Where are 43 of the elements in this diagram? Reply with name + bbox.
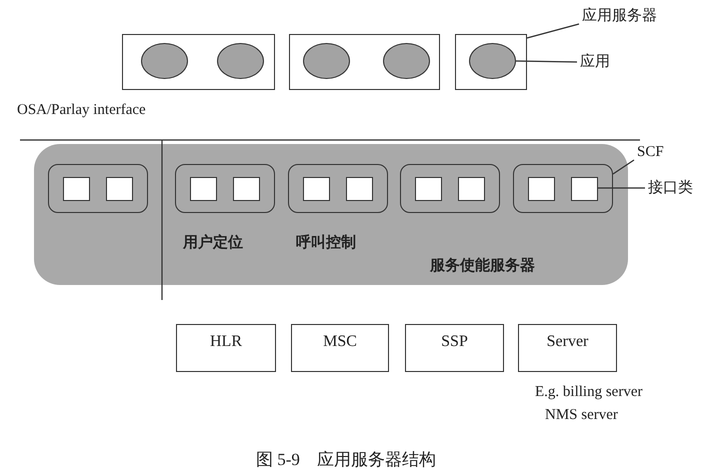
app-server-box <box>289 34 440 90</box>
interface-square <box>190 177 217 201</box>
network-element-box: SSP <box>405 324 504 372</box>
figure-caption: 图 5-9 应用服务器结构 <box>256 450 436 470</box>
scf-box <box>513 164 613 213</box>
interface-label: OSA/Parlay interface <box>17 101 146 120</box>
interface-square <box>346 177 373 201</box>
interface-square <box>233 177 260 201</box>
function-label: 用户定位 <box>183 233 243 253</box>
scf-box <box>175 164 275 213</box>
function-label: 呼叫控制 <box>296 233 356 253</box>
interface-square <box>63 177 90 201</box>
leader-line <box>526 23 580 39</box>
application-ellipse <box>217 43 264 79</box>
interface-square <box>528 177 555 201</box>
scf-box <box>400 164 500 213</box>
application-ellipse <box>383 43 430 79</box>
interface-square <box>571 177 598 201</box>
interface-square <box>303 177 330 201</box>
leader-line <box>598 187 645 189</box>
application-ellipse <box>303 43 350 79</box>
server-title: 服务使能服务器 <box>430 256 535 276</box>
leader-line <box>612 160 634 174</box>
network-element-box: HLR <box>176 324 276 372</box>
app-server-box <box>122 34 275 90</box>
interface-square <box>415 177 442 201</box>
network-element-box: MSC <box>291 324 389 372</box>
callout-label: 应用 <box>580 52 610 72</box>
application-ellipse <box>469 43 516 79</box>
enabler-server-band <box>34 144 628 285</box>
callout-label: 接口类 <box>648 178 693 198</box>
callout-label: SCF <box>637 142 664 162</box>
note-text: NMS server <box>545 406 618 425</box>
leader-line <box>516 60 578 63</box>
note-text: E.g. billing server <box>535 383 642 402</box>
callout-label: 应用服务器 <box>582 6 657 26</box>
network-element-box: Server <box>518 324 617 372</box>
interface-square <box>106 177 133 201</box>
interface-square <box>458 177 485 201</box>
scf-box <box>288 164 388 213</box>
application-ellipse <box>141 43 188 79</box>
app-server-box <box>455 34 527 90</box>
scf-box <box>48 164 148 213</box>
